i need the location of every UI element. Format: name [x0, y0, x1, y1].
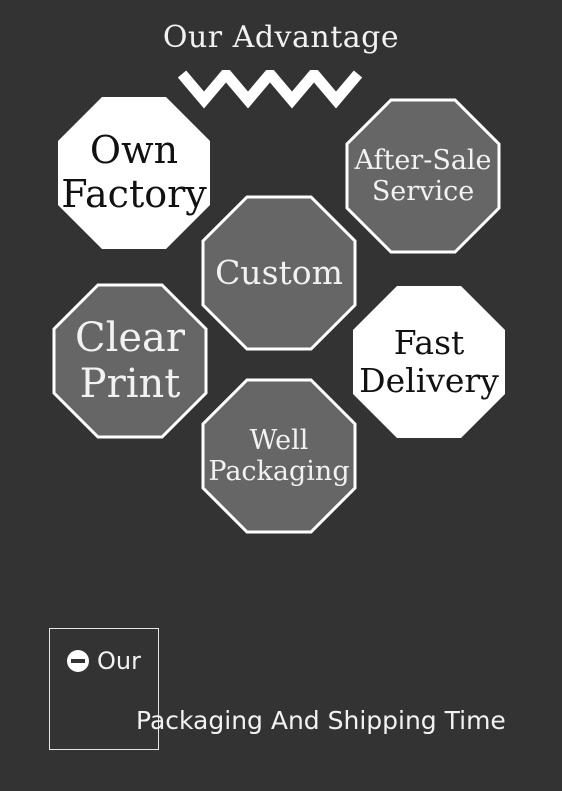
footer-subtitle: Packaging And Shipping Time [136, 706, 506, 735]
advantage-fast-delivery: Fast Delivery [351, 284, 507, 440]
advantage-line1: Well [249, 424, 309, 456]
advantage-line2: Factory [61, 172, 207, 216]
advantage-custom: Custom [201, 195, 357, 351]
advantage-line1: Clear [74, 315, 186, 361]
section-title: Our Advantage [162, 20, 400, 55]
octagon-shape [58, 97, 210, 249]
advantage-line2: Print [79, 361, 181, 407]
advantage-after-sale-service: After-Sale Service [345, 98, 501, 254]
advantage-line2: Service [371, 176, 475, 207]
footer-frame [49, 628, 159, 750]
octagon-shape [52, 283, 208, 439]
advantage-line2: Packaging [208, 456, 350, 487]
advantage-line1: After-Sale [354, 144, 492, 176]
advantage-clear-print: Clear Print [52, 283, 208, 439]
octagon-shape [201, 378, 357, 534]
footer-label: Our [97, 647, 141, 675]
advantage-line1: Fast [393, 323, 465, 363]
octagon-shape [353, 286, 505, 438]
octagon-shape [201, 195, 357, 351]
octagon-shape [345, 98, 501, 254]
advantage-line1: Custom [215, 253, 343, 293]
advantage-line1: Own [89, 128, 179, 173]
advantage-line2: Delivery [359, 361, 499, 400]
advantage-well-packaging: Well Packaging [201, 378, 357, 534]
zigzag-decoration [178, 70, 363, 109]
advantage-own-factory: Own Factory [56, 95, 212, 251]
minus-circle-icon [67, 650, 89, 672]
